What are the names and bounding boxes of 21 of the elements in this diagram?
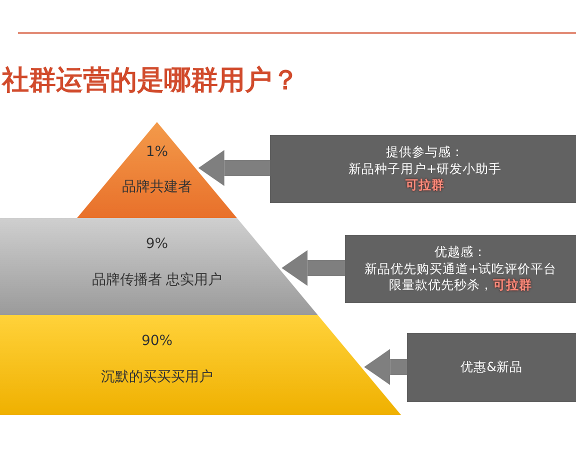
callout-text: 新品优先购买通道+试吃评价平台 <box>364 260 557 278</box>
callout-box <box>407 333 576 402</box>
percentage-label: 90% <box>140 333 174 349</box>
callout-box <box>270 135 576 203</box>
callout-text: 优越感： <box>434 244 486 261</box>
block-arrow <box>198 150 270 186</box>
callout-text: 限量款优先秒杀， <box>389 277 493 292</box>
block-arrow <box>364 349 407 385</box>
tier-label: 品牌传播者 忠实用户 <box>90 271 224 289</box>
tier-label: 品牌共建者 <box>121 178 193 196</box>
tier-label: 沉默的买买买用户 <box>100 368 214 386</box>
callout-text: 提供参与感： <box>386 144 464 161</box>
highlight-text: 可拉群 <box>406 177 444 194</box>
highlight-text: 可拉群 <box>493 277 532 292</box>
callout-text: 新品种子用户+研发小助手 <box>348 160 502 178</box>
percentage-label: 1% <box>144 144 170 160</box>
percentage-label: 9% <box>144 236 170 252</box>
block-arrow <box>282 250 345 286</box>
callout-text: 优惠&新品 <box>460 359 522 376</box>
callout-box <box>345 235 576 303</box>
page-title: 社群运营的是哪群用户？ <box>2 64 299 98</box>
